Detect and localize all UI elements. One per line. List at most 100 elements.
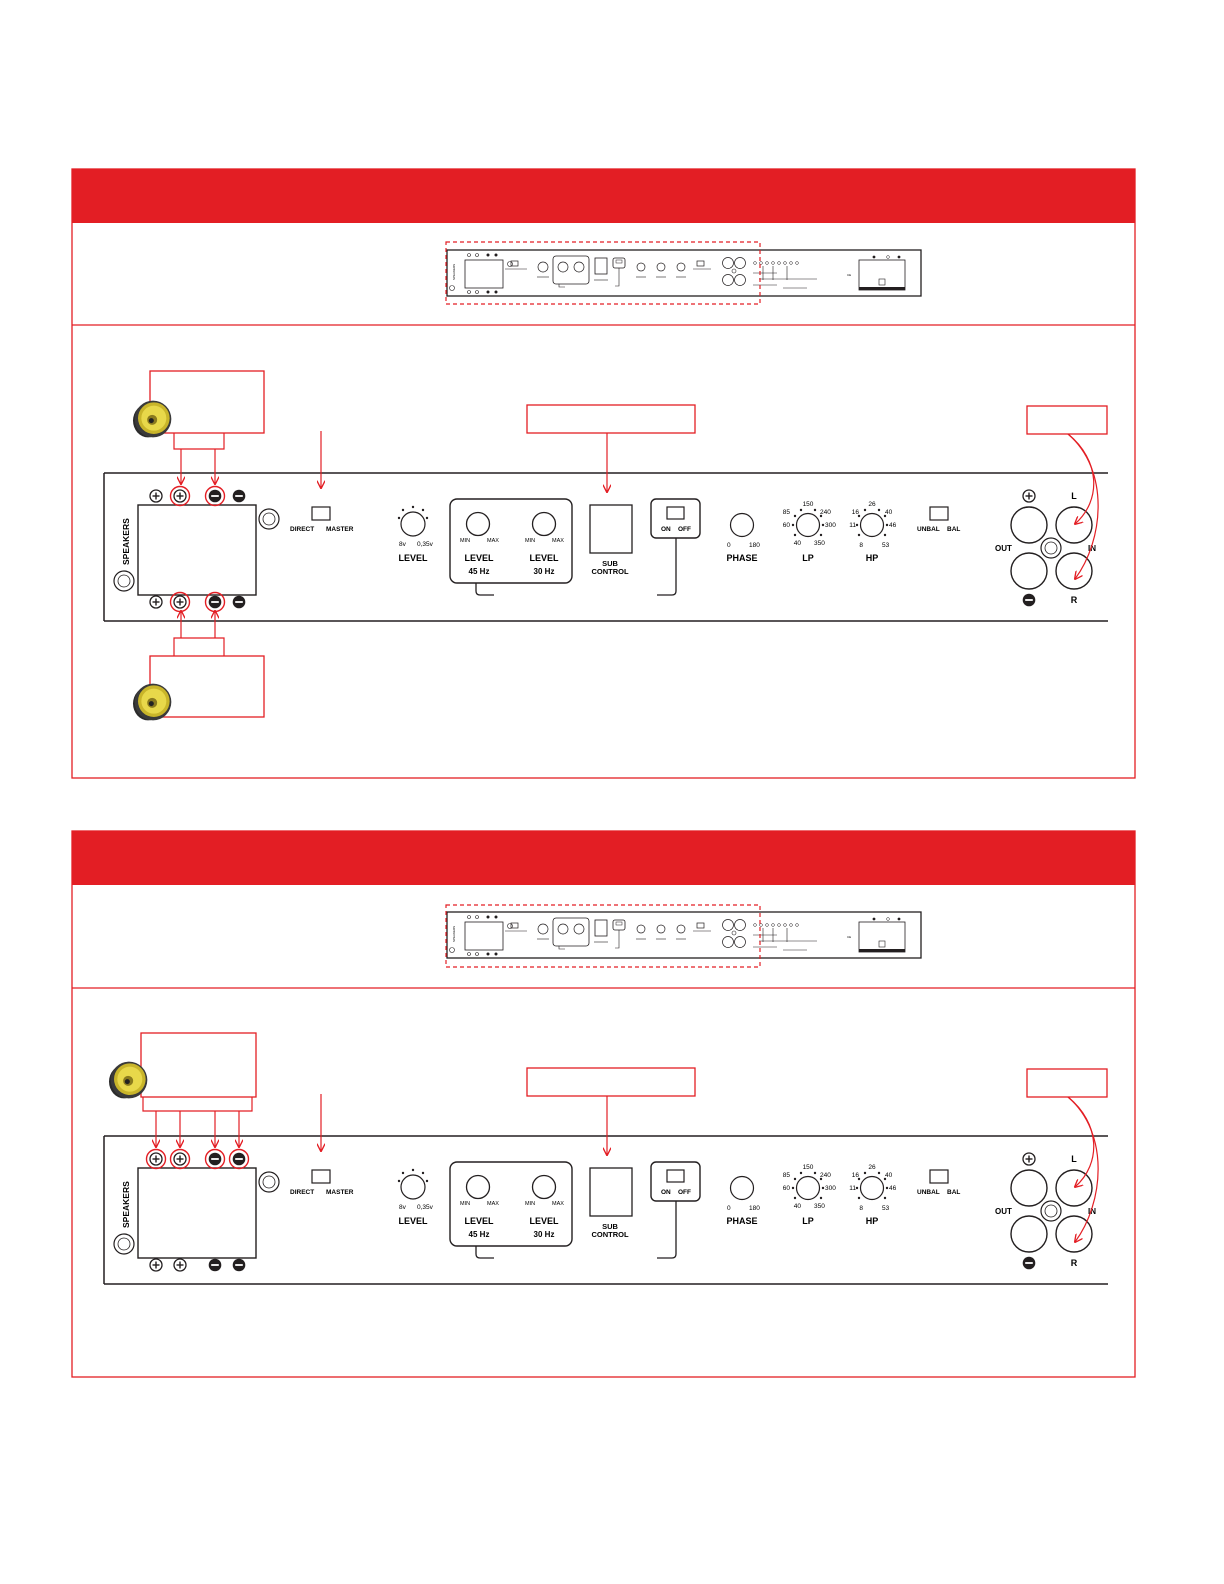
lp-label: LP <box>802 553 814 563</box>
master-label: MASTER <box>326 1189 354 1196</box>
left-channel-label: L <box>1071 1154 1077 1164</box>
minus-terminal-icon <box>232 1152 246 1166</box>
lp-value: 300 <box>825 1185 836 1192</box>
lp-value: 40 <box>794 540 802 547</box>
minus-terminal-icon <box>232 1258 246 1272</box>
lp-value: 150 <box>803 1164 814 1171</box>
max-label: MAX <box>487 538 499 544</box>
hp-label: HP <box>866 553 879 563</box>
lp-value: 150 <box>803 501 814 508</box>
hp-value: 16 <box>852 1172 860 1179</box>
section-2-frame <box>71 830 1136 1378</box>
level-max-label: 0,35v <box>417 541 434 548</box>
phase-0-label: 0 <box>727 542 731 549</box>
unbal-label: UNBAL <box>917 1189 940 1196</box>
lp-value: 300 <box>825 522 836 529</box>
plus-terminal-icon <box>173 595 187 609</box>
min-label: MIN <box>525 1201 535 1207</box>
level-45-label: LEVEL <box>464 553 494 563</box>
off-label: OFF <box>678 1189 691 1196</box>
amplifier-panel-1: SPEAKERS DIRECT MASTER 8v 0,35v LEVEL MI… <box>104 473 1108 621</box>
amplifier-panel-2: SPEAKERS DIRECT MASTER 8v 0,35v LEVEL MI… <box>104 1136 1108 1284</box>
bal-label: BAL <box>947 1189 960 1196</box>
hp-value: 11 <box>849 522 856 529</box>
lp-value: 85 <box>783 509 791 516</box>
plus-terminal-icon <box>149 1258 163 1272</box>
phase-180-label: 180 <box>749 542 760 549</box>
hp-value: 40 <box>885 509 893 516</box>
lp-value: 60 <box>783 1185 791 1192</box>
in-label: IN <box>1088 544 1096 553</box>
phase-label: PHASE <box>726 553 757 563</box>
section-1-header-bar <box>72 169 1135 223</box>
right-channel-label: R <box>1071 1258 1078 1268</box>
section-1: SPEAKERS DIRECT MASTER 8v 0,35v LEVEL MI… <box>71 168 1136 779</box>
control-label: CONTROL <box>591 1230 628 1239</box>
hp-label: HP <box>866 1216 879 1226</box>
hp-value: 40 <box>885 1172 893 1179</box>
lp-value: 240 <box>820 1172 831 1179</box>
minus-terminal-icon <box>232 489 246 503</box>
level-30-hz-label: 30 Hz <box>534 1230 555 1239</box>
hp-value: 26 <box>868 501 876 508</box>
plus-terminal-icon <box>149 489 163 503</box>
section-2: SPEAKERS DIRECT MASTER 8v 0,35v LEVEL MI… <box>71 830 1136 1378</box>
minus-terminal-icon <box>208 1152 222 1166</box>
hp-value: 8 <box>859 1205 863 1212</box>
left-channel-label: L <box>1071 491 1077 501</box>
section-1-frame <box>71 168 1136 779</box>
plus-terminal-icon <box>149 1152 163 1166</box>
sub-label: SUB <box>602 559 618 568</box>
direct-label: DIRECT <box>290 526 314 533</box>
level-45-hz-label: 45 Hz <box>469 1230 490 1239</box>
lp-value: 85 <box>783 1172 791 1179</box>
level-45-label: LEVEL <box>464 1216 494 1226</box>
sub-control-callout-box <box>526 1067 696 1097</box>
speakers-label: SPEAKERS <box>121 518 131 565</box>
phase-180-label: 180 <box>749 1205 760 1212</box>
minus-terminal-icon <box>208 1258 222 1272</box>
min-label: MIN <box>460 538 470 544</box>
on-label: ON <box>661 526 671 533</box>
phase-label: PHASE <box>726 1216 757 1226</box>
off-label: OFF <box>678 526 691 533</box>
plus-terminal-icon <box>173 1258 187 1272</box>
lp-value: 350 <box>814 540 825 547</box>
section-2-panel-thumbnail <box>446 911 922 959</box>
min-label: MIN <box>460 1201 470 1207</box>
out-label: OUT <box>995 544 1012 553</box>
phase-0-label: 0 <box>727 1205 731 1212</box>
section-1-panel-thumbnail <box>446 249 922 297</box>
bridged-speaker-callout-box <box>140 1032 257 1098</box>
hp-value: 53 <box>882 542 890 549</box>
lp-label: LP <box>802 1216 814 1226</box>
hp-value: 53 <box>882 1205 890 1212</box>
sub-control-callout-box <box>526 404 696 434</box>
control-label: CONTROL <box>591 567 628 576</box>
minus-terminal-icon <box>208 595 222 609</box>
level-30-label: LEVEL <box>529 1216 559 1226</box>
max-label: MAX <box>487 1201 499 1207</box>
level-max-label: 0,35v <box>417 1204 434 1211</box>
out-label: OUT <box>995 1207 1012 1216</box>
level-label: LEVEL <box>398 1216 428 1226</box>
plus-terminal-icon <box>149 595 163 609</box>
min-label: MIN <box>525 538 535 544</box>
on-label: ON <box>661 1189 671 1196</box>
section-2-header-bar <box>72 831 1135 885</box>
master-label: MASTER <box>326 526 354 533</box>
speakers-label: SPEAKERS <box>121 1181 131 1228</box>
hp-value: 46 <box>889 522 897 529</box>
plus-terminal-icon <box>173 489 187 503</box>
minus-terminal-icon <box>208 489 222 503</box>
plus-terminal-icon <box>173 1152 187 1166</box>
direct-label: DIRECT <box>290 1189 314 1196</box>
sub-label: SUB <box>602 1222 618 1231</box>
level-30-label: LEVEL <box>529 553 559 563</box>
input-callout-box <box>1026 405 1108 435</box>
lp-value: 350 <box>814 1203 825 1210</box>
minus-terminal-icon <box>232 595 246 609</box>
max-label: MAX <box>552 538 564 544</box>
hp-value: 8 <box>859 542 863 549</box>
